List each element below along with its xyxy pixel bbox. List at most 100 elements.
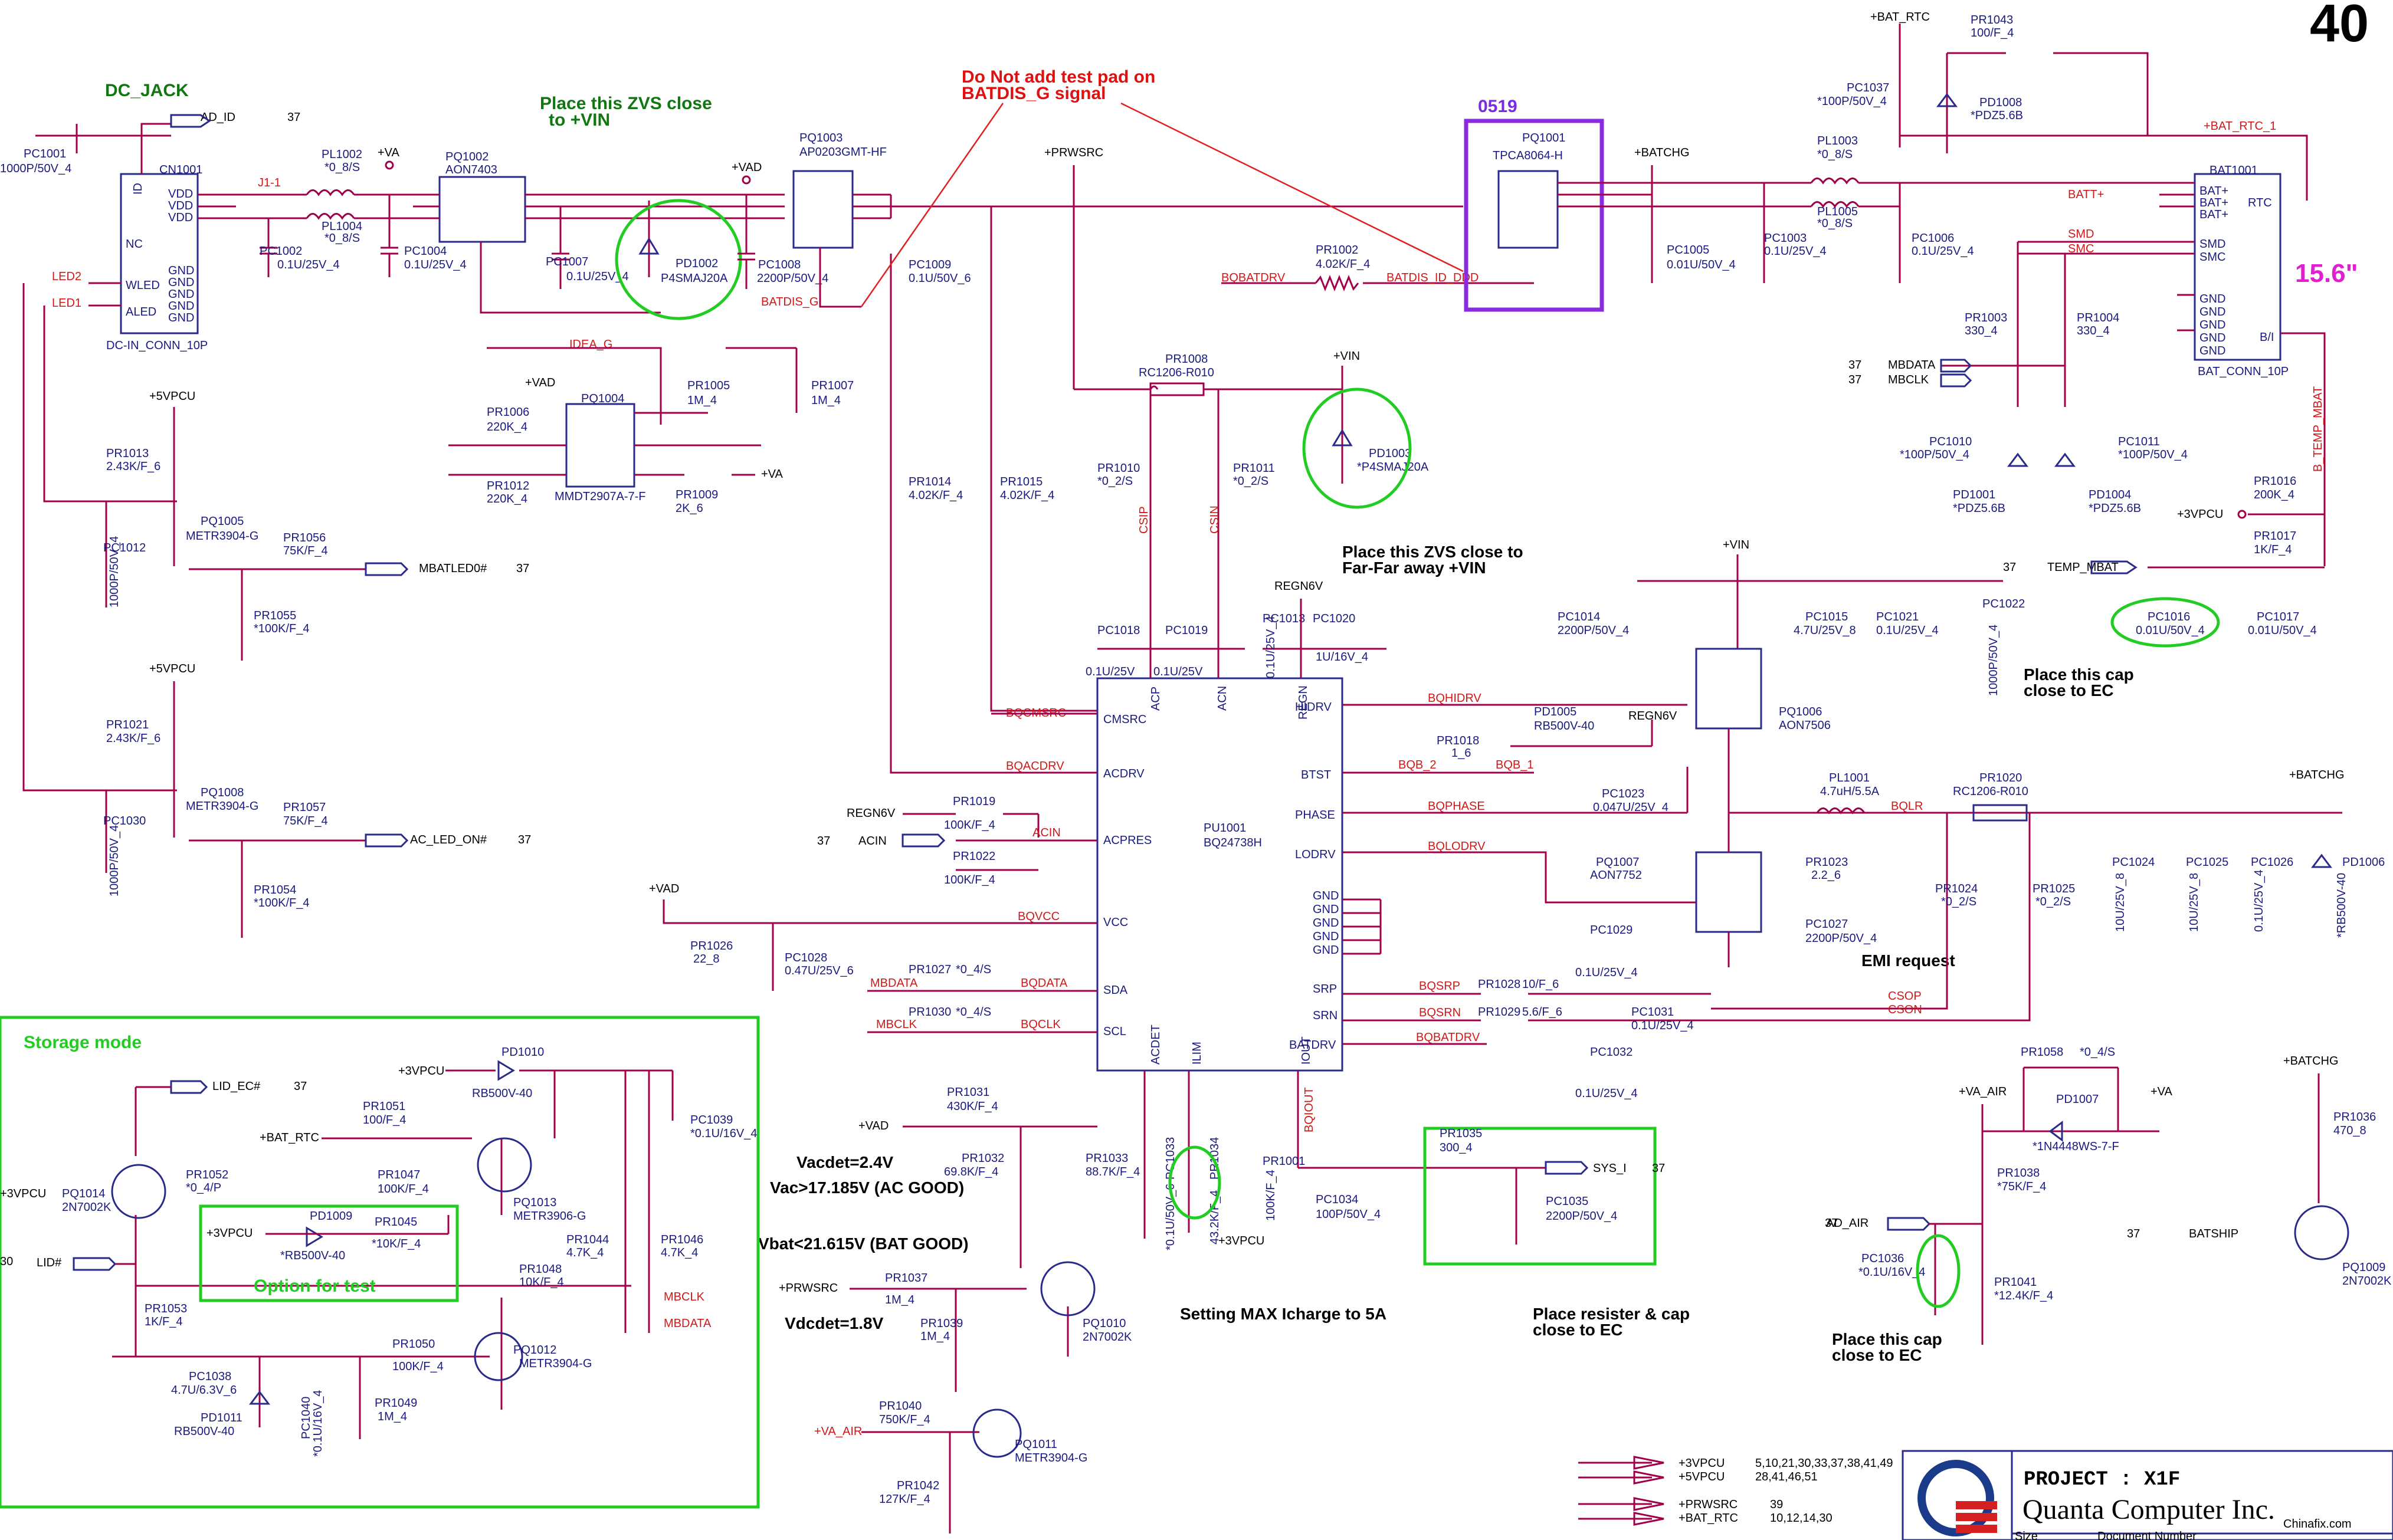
svg-text:*100P/50V_4: *100P/50V_4 (1817, 95, 1887, 108)
svg-text:RC1206-R010: RC1206-R010 (1139, 366, 1214, 379)
svg-text:2.43K/F_6: 2.43K/F_6 (106, 460, 160, 473)
svg-text:*0_4/S: *0_4/S (956, 1006, 991, 1019)
svg-text:PR1019: PR1019 (953, 795, 995, 808)
svg-text:BAT1001: BAT1001 (2210, 164, 2258, 177)
svg-text:NC: NC (126, 238, 143, 251)
svg-text:VDD: VDD (168, 211, 193, 224)
svg-text:PQ1008: PQ1008 (201, 786, 244, 799)
svg-text:PR1025: PR1025 (2033, 882, 2075, 895)
svg-text:AON7403: AON7403 (445, 163, 497, 176)
svg-text:0.047U/25V_4: 0.047U/25V_4 (1593, 801, 1668, 814)
svg-text:Size: Size (2015, 1530, 2038, 1540)
svg-text:PR1031: PR1031 (947, 1086, 989, 1099)
svg-text:PR1049: PR1049 (375, 1397, 417, 1410)
svg-text:BATDIS_ID_DDD: BATDIS_ID_DDD (1386, 271, 1479, 284)
svg-text:69.8K/F_4: 69.8K/F_4 (944, 1165, 998, 1178)
svg-text:METR3904-G: METR3904-G (186, 530, 258, 543)
svg-text:MMDT2907A-7-F: MMDT2907A-7-F (555, 490, 645, 503)
svg-text:0.1U/25V_4: 0.1U/25V_4 (1764, 245, 1827, 258)
svg-text:BQCLK: BQCLK (1021, 1018, 1061, 1031)
svg-text:1000P/50V_4: 1000P/50V_4 (108, 825, 121, 897)
svg-text:+VA: +VA (2151, 1085, 2173, 1098)
svg-text:AP0203GMT-HF: AP0203GMT-HF (799, 146, 887, 159)
svg-text:37: 37 (2003, 561, 2016, 574)
svg-text:PR1017: PR1017 (2254, 530, 2296, 543)
svg-text:MBCLK: MBCLK (664, 1291, 705, 1303)
svg-text:PC1032: PC1032 (1590, 1046, 1633, 1059)
svg-text:+3VPCU: +3VPCU (398, 1065, 444, 1078)
svg-text:0.1U/25V_4: 0.1U/25V_4 (1912, 245, 1974, 258)
pq1007-body (1695, 851, 1762, 933)
svg-text:BATDRV: BATDRV (1289, 1039, 1336, 1052)
svg-text:to +VIN: to +VIN (549, 110, 610, 130)
svg-text:PC1010: PC1010 (1929, 435, 1972, 448)
svg-text:PR1045: PR1045 (375, 1216, 417, 1229)
svg-text:PC1026: PC1026 (2251, 856, 2293, 869)
svg-text:PR1018: PR1018 (1437, 734, 1479, 747)
svg-text:470_8: 470_8 (2333, 1124, 2366, 1137)
svg-text:4.7uH/5.5A: 4.7uH/5.5A (1820, 785, 1880, 798)
svg-text:*0.1U/16V_4: *0.1U/16V_4 (312, 1390, 324, 1457)
svg-text:PD1008: PD1008 (1979, 96, 2022, 109)
svg-text:*0.1U/16V_4: *0.1U/16V_4 (1858, 1266, 1925, 1279)
cn1001-part: DC-IN_CONN_10P (106, 339, 208, 352)
svg-text:Storage mode: Storage mode (24, 1033, 142, 1052)
svg-text:SDA: SDA (1103, 984, 1128, 997)
svg-text:MBCLK: MBCLK (876, 1018, 917, 1031)
svg-text:0519: 0519 (1478, 97, 1517, 116)
ad-id-label: AD_ID (201, 111, 235, 124)
svg-text:0.1U/25V_4: 0.1U/25V_4 (566, 270, 629, 283)
svg-text:2.43K/F_6: 2.43K/F_6 (106, 732, 160, 745)
svg-text:BATT+: BATT+ (2068, 188, 2104, 201)
svg-text:10K/F_4: 10K/F_4 (519, 1276, 564, 1289)
svg-text:+VIN: +VIN (1333, 350, 1360, 363)
bat1001-body (2194, 173, 2281, 361)
svg-text:GND: GND (168, 288, 194, 301)
ec-filter-box (1423, 1127, 1657, 1266)
svg-text:BAT+: BAT+ (2199, 196, 2228, 209)
svg-text:PR1028: PR1028 (1478, 978, 1520, 991)
svg-text:+BATCHG: +BATCHG (2289, 769, 2345, 782)
svg-text:+3VPCU: +3VPCU (2177, 508, 2223, 521)
svg-text:MBDATA: MBDATA (1888, 359, 1936, 372)
svg-text:PD1005: PD1005 (1534, 705, 1576, 718)
svg-text:PL1001: PL1001 (1829, 771, 1870, 784)
svg-text:Vac>17.185V (AC GOOD): Vac>17.185V (AC GOOD) (770, 1178, 964, 1197)
svg-text:PR1054: PR1054 (254, 884, 296, 897)
svg-text:+PRWSRC: +PRWSRC (1044, 146, 1103, 159)
svg-text:PR1005: PR1005 (687, 379, 730, 392)
svg-text:*PDZ5.6B: *PDZ5.6B (2089, 502, 2141, 515)
svg-text:4.7K_4: 4.7K_4 (661, 1246, 698, 1259)
svg-text:0.1U/50V_6: 0.1U/50V_6 (909, 272, 971, 285)
svg-text:+VA: +VA (761, 468, 784, 481)
svg-text:PQ1014: PQ1014 (62, 1187, 105, 1200)
svg-text:PQ1005: PQ1005 (201, 515, 244, 528)
svg-text:PR1009: PR1009 (676, 488, 718, 501)
svg-text:PC1039: PC1039 (690, 1114, 733, 1127)
svg-text:PR1016: PR1016 (2254, 475, 2296, 488)
svg-text:LID#: LID# (37, 1256, 62, 1269)
svg-text:PC1005: PC1005 (1667, 244, 1709, 257)
svg-text:EMI request: EMI request (1861, 951, 1955, 970)
svg-text:4.7K_4: 4.7K_4 (566, 1246, 604, 1259)
svg-text:+5VPCU: +5VPCU (149, 662, 195, 675)
svg-text:*PDZ5.6B: *PDZ5.6B (1953, 502, 2005, 515)
svg-text:PR1013: PR1013 (106, 447, 149, 460)
svg-text:METR3906-G: METR3906-G (513, 1210, 586, 1223)
svg-text:*0_4/S: *0_4/S (956, 963, 991, 976)
svg-text:+VAD: +VAD (858, 1119, 889, 1132)
svg-text:PC1017: PC1017 (2257, 610, 2299, 623)
svg-text:PR1053: PR1053 (145, 1302, 187, 1315)
svg-text:10U/25V_8: 10U/25V_8 (2114, 873, 2127, 932)
svg-text:+VIN: +VIN (1723, 538, 1749, 551)
svg-text:39: 39 (1770, 1498, 1783, 1511)
svg-text:22_8: 22_8 (693, 953, 720, 966)
svg-text:PR1035: PR1035 (1440, 1127, 1482, 1140)
svg-text:PR1032: PR1032 (962, 1152, 1004, 1165)
pq1002-body (438, 176, 526, 243)
svg-text:1U/16V_4: 1U/16V_4 (1316, 651, 1368, 664)
svg-text:28,41,46,51: 28,41,46,51 (1755, 1470, 1818, 1483)
svg-text:200K_4: 200K_4 (2254, 488, 2294, 501)
svg-text:TEMP_MBAT: TEMP_MBAT (2047, 561, 2119, 574)
svg-text:2.2_6: 2.2_6 (1811, 869, 1841, 882)
